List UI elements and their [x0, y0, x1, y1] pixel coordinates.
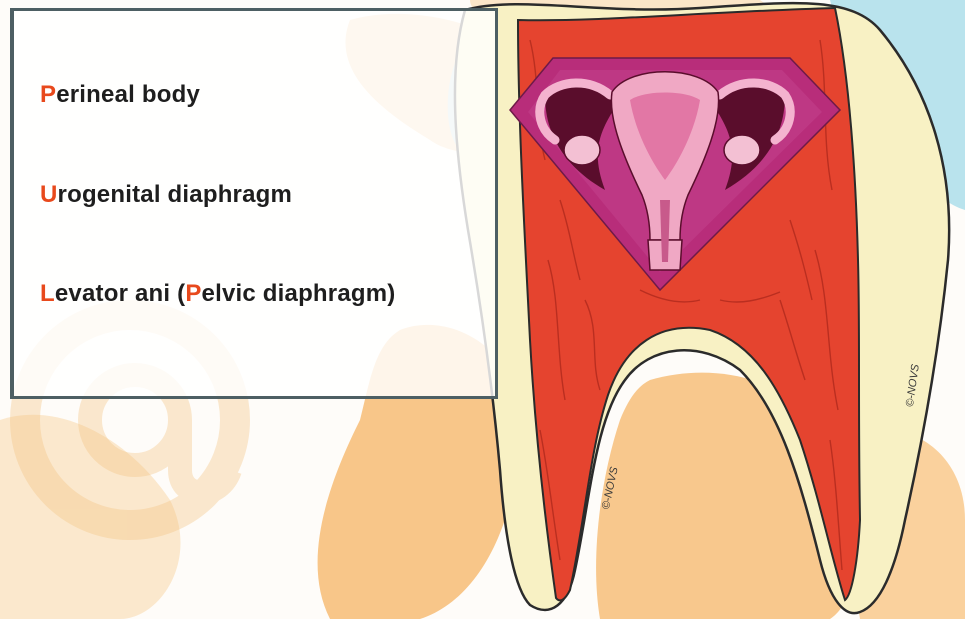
mnemonic-text: erineal body — [56, 81, 200, 108]
mnemonic-initial: U — [40, 181, 58, 208]
mnemonic-initial: L — [40, 280, 55, 307]
mnemonic-text: evator ani ( — [55, 280, 185, 307]
mnemonic-initial: P — [40, 81, 56, 108]
mnemonic-text: rogenital diaphragm — [58, 181, 293, 208]
mnemonic-item-levator-ani: Levator ani (Pelvic diaphragm) — [40, 280, 395, 308]
mnemonic-item-perineal-body: Perineal body — [40, 81, 200, 109]
mnemonic-box: Perineal body Urogenital diaphragm Levat… — [10, 8, 498, 399]
mnemonic-text-secondary: elvic diaphragm) — [202, 280, 396, 307]
mnemonic-initial-secondary: P — [185, 280, 201, 307]
mnemonic-item-urogenital-diaphragm: Urogenital diaphragm — [40, 181, 292, 209]
